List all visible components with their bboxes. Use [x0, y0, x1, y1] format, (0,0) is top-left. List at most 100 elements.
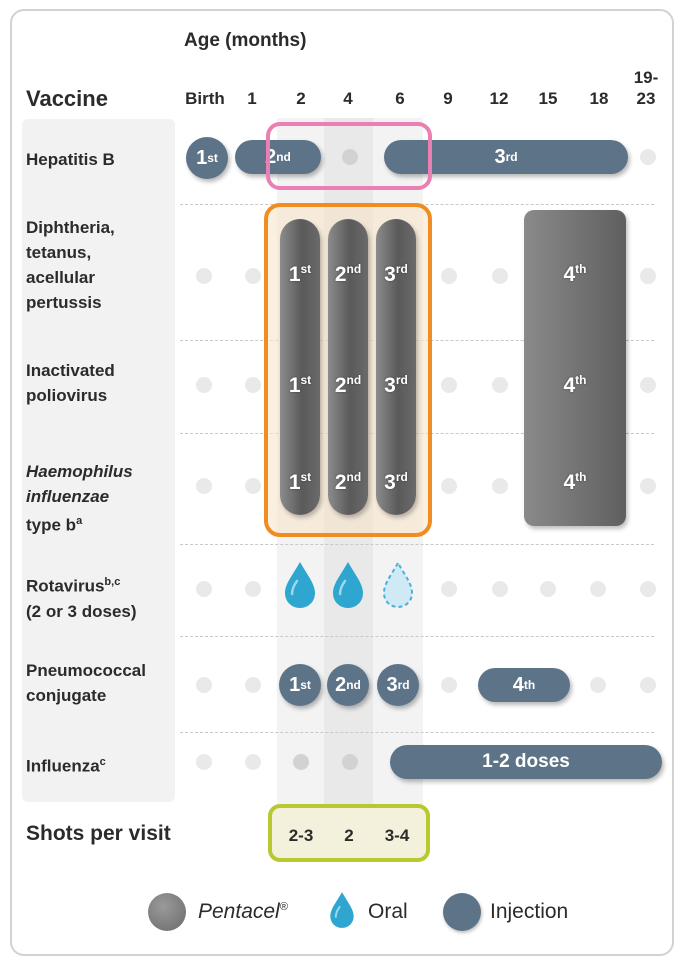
dose-suffix: nd: [346, 678, 361, 692]
empty-slot-dot: [196, 677, 212, 693]
vaccine-title: Vaccine: [26, 86, 108, 111]
col-header-birth: Birth: [185, 89, 225, 108]
dose-suffix: nd: [346, 470, 362, 484]
empty-slot-dot: [441, 677, 457, 693]
empty-slot-dot: [196, 754, 212, 770]
dose-suffix: st: [300, 262, 312, 276]
dose-number: 2: [334, 263, 347, 286]
dose-suffix: th: [523, 678, 536, 692]
shots-per-visit-box: [268, 804, 430, 862]
shots-per-visit-label: Shots per visit: [26, 822, 171, 845]
legend-text: Pentacel: [198, 900, 280, 923]
row-label-line: tetanus,: [26, 243, 92, 262]
pentacel-pill-4mo: [328, 219, 368, 515]
dose-suffix: rd: [397, 678, 410, 692]
hepb-highlight-box: [266, 122, 432, 190]
dose-number: 1: [288, 263, 301, 286]
dose-number: 1: [289, 673, 301, 696]
dtap-dose-1: 1st: [276, 262, 324, 287]
empty-slot-dot: [492, 377, 508, 393]
dose-suffix: st: [300, 678, 311, 692]
dose-number: 4: [563, 374, 576, 397]
row-label-pneumococcal: Pneumococcal conjugate: [26, 658, 146, 708]
col-header-4: 4: [343, 89, 353, 108]
dose-number: 2: [265, 145, 277, 168]
shots-value-6mo: 3-4: [384, 826, 410, 845]
oral-drop-icon: [333, 562, 363, 608]
dose-number: 3: [384, 374, 396, 397]
row-label-line: pertussis: [26, 293, 102, 312]
dose-number: 1: [196, 146, 208, 169]
empty-slot-dot: [196, 377, 212, 393]
empty-slot-dot: [196, 268, 212, 284]
dose-number: 3: [386, 673, 398, 696]
dose-number: 2: [334, 374, 347, 397]
empty-slot-dot: [640, 677, 656, 693]
row-label-hepatitis-b: Hepatitis B: [26, 150, 115, 169]
empty-slot-dot: [640, 478, 656, 494]
dose-suffix: rd: [395, 470, 408, 484]
row-label-dtap: Diphtheria, tetanus, acellular pertussis: [26, 215, 115, 315]
ipv-dose-4: 4th: [551, 373, 599, 398]
dose-range-label: 1-2 doses: [482, 751, 570, 772]
label-column-background: [22, 119, 175, 802]
empty-slot-dot: [245, 478, 261, 494]
dose-suffix: rd: [505, 150, 518, 164]
row-label-line: acellular: [26, 268, 95, 287]
pentacel-legend-label: Pentacel®: [198, 900, 288, 924]
row-label-line: Haemophilus: [26, 462, 133, 481]
hib-dose-2: 2nd: [324, 470, 372, 495]
row-label-rotavirus: Rotavirusb,c (2 or 3 doses): [26, 570, 137, 624]
dose-number: 4: [563, 263, 576, 286]
empty-slot-dot: [590, 581, 606, 597]
dose-suffix: nd: [346, 373, 362, 387]
dtap-dose-3: 3rd: [372, 262, 420, 287]
shots-value-4mo: 2: [344, 826, 354, 845]
empty-slot-dot: [441, 377, 457, 393]
age-title: Age (months): [184, 30, 307, 51]
row-label-line: Pneumococcal: [26, 661, 146, 680]
row-label-line: Inactivated: [26, 361, 115, 380]
row-label-line: type ba: [26, 509, 133, 538]
col-header-18: 18: [589, 89, 609, 108]
registered-mark: ®: [279, 901, 288, 913]
dose-number: 2: [334, 471, 347, 494]
dose-number: 2: [335, 673, 347, 696]
empty-slot-dot: [441, 268, 457, 284]
dose-number: 4: [512, 673, 524, 696]
dose-suffix: st: [300, 470, 312, 484]
col-header-9: 9: [443, 89, 453, 108]
empty-slot-dot: [640, 581, 656, 597]
empty-slot-dot: [441, 581, 457, 597]
col-header-23: 23: [636, 89, 656, 108]
fourth-dose-block: [524, 210, 626, 526]
hib-dose-1: 1st: [276, 470, 324, 495]
influenza-dose-bar: 1-2 doses: [390, 745, 662, 779]
dose-suffix: rd: [395, 373, 408, 387]
row-label-line: poliovirus: [26, 386, 108, 405]
col-header-19: 19-: [633, 68, 659, 87]
pentacel-legend-icon: [148, 893, 186, 931]
optional-oral-drop-icon: [382, 560, 414, 609]
row-label-line: Rotavirusb,c: [26, 570, 137, 599]
injection-legend-label: Injection: [490, 900, 569, 923]
hib-dose-3: 3rd: [372, 470, 420, 495]
dose-number: 3: [384, 263, 396, 286]
col-header-6: 6: [395, 89, 405, 108]
empty-slot-dot: [640, 149, 656, 165]
dose-suffix: st: [300, 373, 312, 387]
dose-number: 4: [563, 471, 576, 494]
empty-slot-dot: [441, 478, 457, 494]
row-label-hib: Haemophilus influenzae type ba: [26, 459, 133, 538]
oral-legend-label: Oral: [368, 900, 408, 923]
dose-suffix: nd: [276, 150, 291, 164]
oral-drop-icon: [285, 562, 315, 608]
footnote-mark: b,c: [104, 576, 121, 588]
dose-number: 1: [288, 374, 301, 397]
empty-slot-dot: [245, 581, 261, 597]
dtap-dose-4: 4th: [551, 262, 599, 287]
injection-legend-icon: [443, 893, 481, 931]
dose-suffix: rd: [395, 262, 408, 276]
